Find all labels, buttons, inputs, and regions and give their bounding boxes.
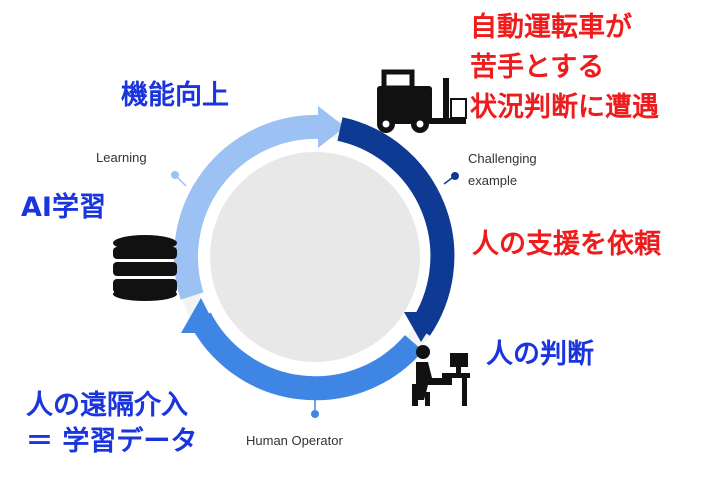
forklift-icon [377, 69, 467, 133]
remote-intervention-line1: 人の遠隔介入 [26, 390, 188, 421]
learning-connector [171, 171, 187, 187]
request-help-label: 人の支援を依頼 [472, 229, 661, 260]
ai-difficult-line1: 自動運転車が [470, 12, 632, 43]
human-judgment-label: 人の判断 [486, 339, 594, 370]
learning-arc [174, 114, 321, 300]
remote-intervention-line2: ＝ 学習データ [26, 426, 198, 457]
ai-difficult-line3: 状況判断に遭遇 [470, 92, 659, 123]
challenging-label-line2: example [468, 173, 518, 188]
database-icon [113, 235, 177, 301]
ai-learning-label: AI学習 [21, 192, 106, 223]
learning-arrowhead [318, 106, 345, 148]
improve-label: 機能向上 [121, 80, 229, 111]
challenging-connector [443, 172, 459, 185]
operator-arrowhead [181, 298, 219, 333]
operator-desk-icon [412, 345, 470, 406]
operator-connector [311, 400, 319, 418]
challenging-label-line1: Challenging [468, 151, 537, 166]
challenge-arrowhead [404, 312, 440, 342]
human-operator-label: Human Operator [246, 433, 343, 448]
operator-arc [189, 312, 424, 401]
challenge-arc [337, 117, 455, 336]
ai-difficult-line2: 苦手とする [470, 52, 605, 83]
learning-label: Learning [96, 150, 147, 165]
inner-disc [210, 152, 420, 362]
